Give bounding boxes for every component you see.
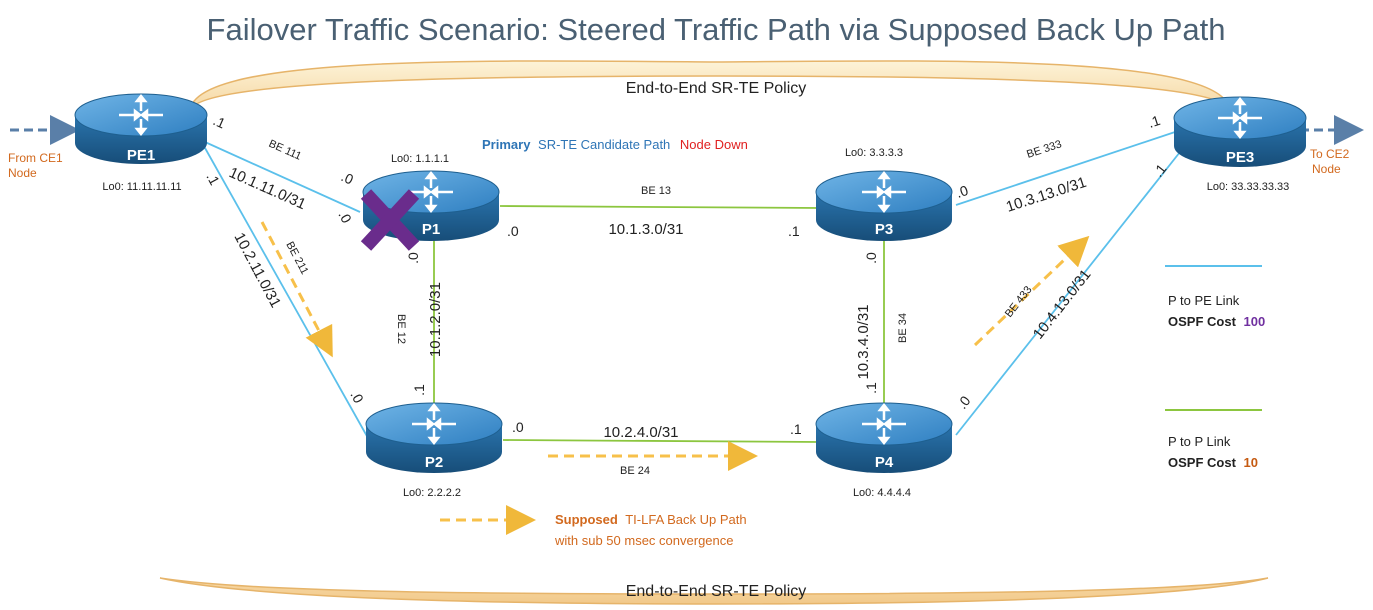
subnet-10-2-4: 10.2.4.0/31 [603, 424, 678, 441]
addr-p2-p4-b: .1 [790, 421, 802, 437]
legend-backup-label: Supposed TI-LFA Back Up Path [555, 512, 747, 527]
addr-pe1-p1-pe: .1 [211, 112, 228, 131]
subnet-10-3-13: 10.3.13.0/31 [1004, 174, 1089, 216]
router-arrows-icon [409, 170, 453, 214]
addr-p2-p4-a: .0 [512, 419, 524, 435]
router-p1-name: P1 [422, 221, 440, 238]
node-down-label: Node Down [680, 137, 748, 152]
bundle-be111: BE 111 [267, 138, 303, 163]
router-arrows-icon [862, 402, 906, 446]
subnet-10-1-3: 10.1.3.0/31 [608, 221, 683, 238]
addr-p1-p2-a: .0 [405, 252, 421, 264]
router-p3-loopback: Lo0: 3.3.3.3 [845, 147, 903, 159]
addr-pe1-p2-p: .0 [347, 388, 367, 406]
subnet-10-3-4: 10.3.4.0/31 [855, 304, 872, 379]
legend-pe-cost-value: 100 [1244, 314, 1266, 329]
legend-p-cost-value: 10 [1244, 455, 1258, 470]
addr-pe1-p2-pe: .1 [203, 170, 223, 188]
bundle-be24: BE 24 [620, 465, 650, 477]
to-ce2-label: To CE2 Node [1310, 147, 1353, 176]
router-arrows-icon [1218, 96, 1262, 140]
subnet-10-1-2: 10.1.2.0/31 [427, 282, 444, 357]
bundle-be333: BE 333 [1025, 138, 1063, 161]
legend-pe-link-cost: OSPF Cost 100 [1168, 314, 1265, 329]
router-p2-name: P2 [425, 454, 443, 471]
router-p4 [815, 402, 953, 473]
router-p3 [815, 170, 953, 241]
addr-p4-pe3-pe: .1 [1150, 161, 1170, 180]
addr-p1-p2-b: .1 [411, 384, 427, 396]
policy-label-bottom: End-to-End SR-TE Policy [626, 583, 807, 600]
legend-p-link-label: P to P Link [1168, 434, 1231, 449]
link-p1-p3 [499, 205, 821, 209]
sr-te-policy-band-bottom [159, 577, 1269, 605]
addr-p3-pe3-p: .0 [954, 182, 970, 201]
router-arrows-icon [862, 170, 906, 214]
page-title: Failover Traffic Scenario: Steered Traff… [207, 12, 1226, 47]
link-p4-pe3 [955, 151, 1181, 436]
addr-p3-p4-a: .0 [863, 252, 879, 264]
link-pe1-p1 [204, 141, 361, 213]
link-p2-p4 [502, 439, 821, 443]
addr-p4-pe3-p: .0 [954, 393, 974, 412]
from-ce1-label: From CE1 Node [8, 151, 66, 180]
subnet-10-1-11: 10.1.11.0/31 [226, 164, 308, 213]
subnet-10-4-13: 10.4.13.0/31 [1030, 266, 1095, 342]
addr-pe1-p2-extra: .0 [335, 208, 355, 226]
node-down-x-icon [360, 189, 420, 251]
bundle-be34: BE 34 [897, 313, 909, 343]
legend-pe-link-label: P to PE Link [1168, 293, 1240, 308]
router-p2 [365, 402, 503, 473]
router-p2-loopback: Lo0: 2.2.2.2 [403, 487, 461, 499]
policy-label-top: End-to-End SR-TE Policy [626, 80, 807, 97]
router-p4-name: P4 [875, 454, 894, 471]
bundle-be13: BE 13 [641, 185, 671, 197]
router-pe1 [74, 93, 208, 164]
router-arrows-icon [412, 402, 456, 446]
bundle-be433: BE 433 [1003, 284, 1035, 320]
router-p3-name: P3 [875, 221, 893, 238]
addr-p3-pe3-pe: .1 [1146, 112, 1162, 131]
router-pe3 [1173, 96, 1307, 167]
addr-p3-p4-b: .1 [863, 382, 879, 394]
backup-arrow-p4-pe3 [973, 235, 1090, 347]
router-p4-loopback: Lo0: 4.4.4.4 [853, 487, 911, 499]
router-arrows-icon [119, 93, 163, 137]
bundle-be12: BE 12 [395, 314, 407, 344]
backup-arrow-pe1-p2 [260, 221, 333, 358]
primary-path-label: Primary SR-TE Candidate Path Node Down [482, 137, 748, 152]
link-p3-pe3 [955, 131, 1176, 206]
router-pe1-name: PE1 [127, 147, 155, 164]
router-p1-loopback: Lo0: 1.1.1.1 [391, 153, 449, 165]
legend-backup-label-line2: with sub 50 msec convergence [554, 533, 733, 548]
router-pe3-loopback: Lo0: 33.33.33.33 [1207, 181, 1290, 193]
primary-rest: SR-TE Candidate Path [538, 137, 670, 152]
addr-pe1-p1-p: .0 [339, 168, 356, 187]
router-pe3-name: PE3 [1226, 149, 1254, 166]
link-pe1-p2 [204, 147, 369, 439]
legend-p-link-cost: OSPF Cost 10 [1168, 455, 1258, 470]
addr-p1-p3-a: .0 [507, 223, 519, 239]
router-pe1-loopback: Lo0: 11.11.11.11 [102, 181, 181, 193]
addr-p1-p3-b: .1 [788, 223, 800, 239]
primary-word: Primary [482, 137, 531, 152]
